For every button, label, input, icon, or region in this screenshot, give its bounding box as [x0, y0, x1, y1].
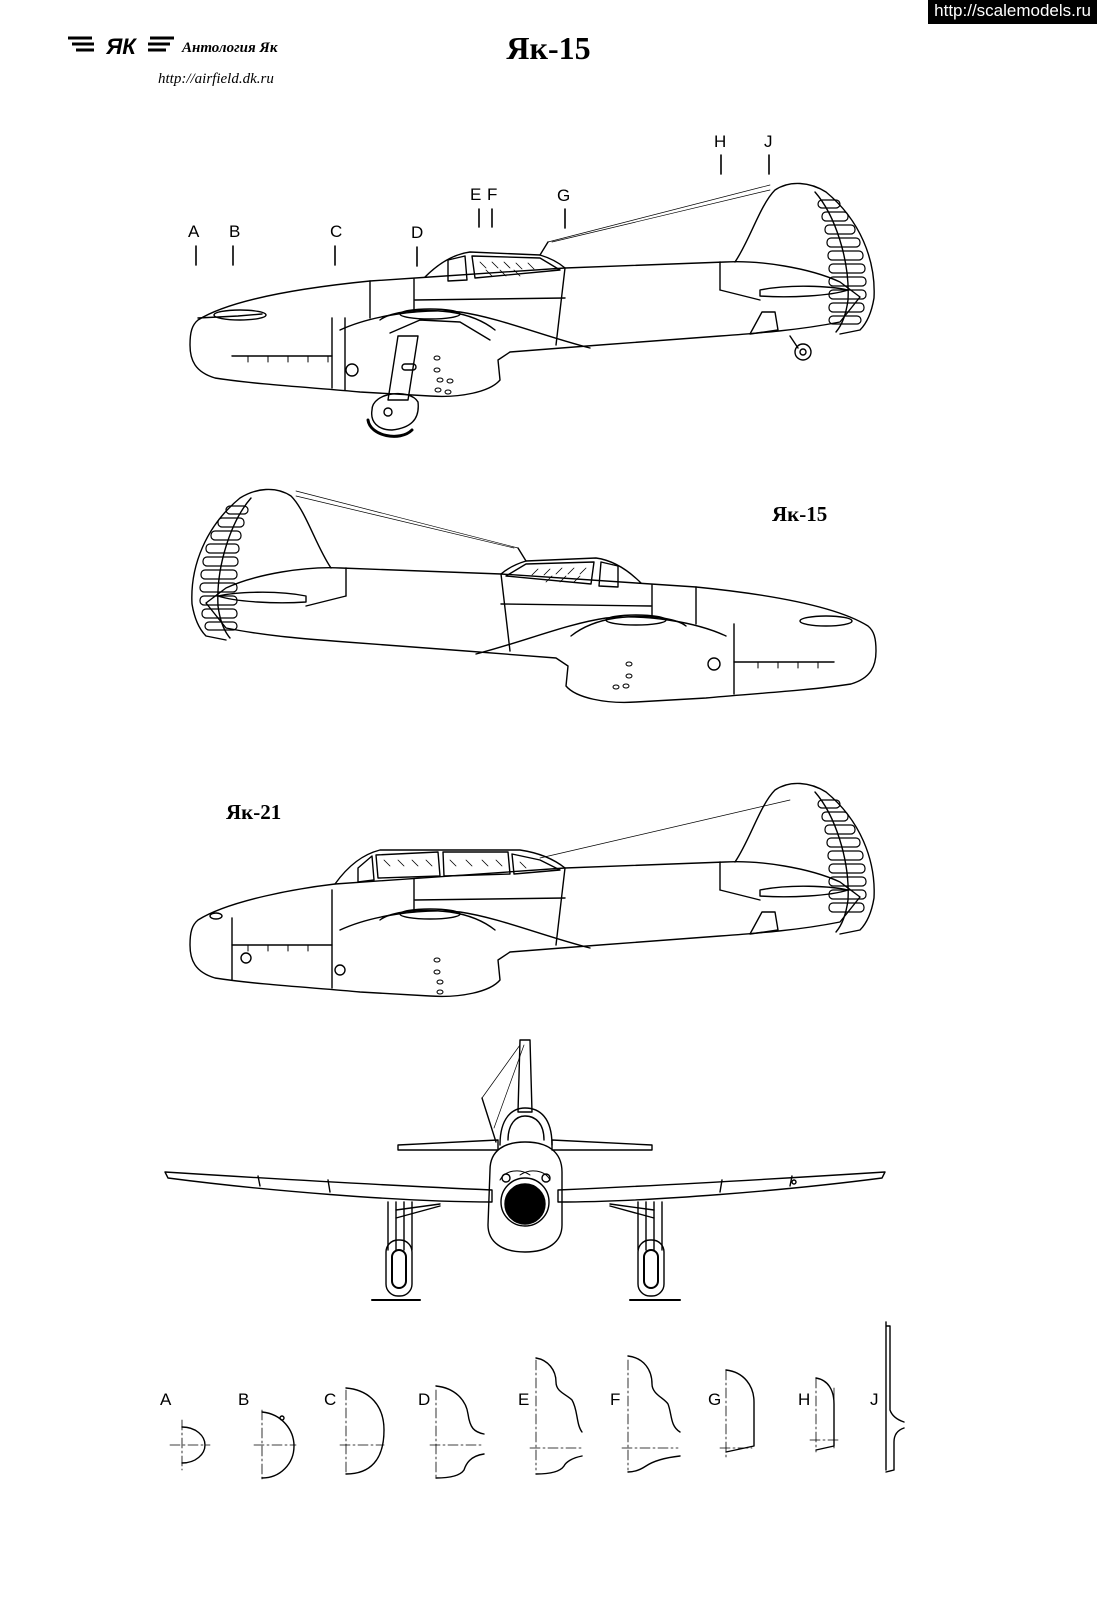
- station-label-e: E: [470, 185, 481, 204]
- panel-ticks: [247, 355, 329, 363]
- station-markers: A B C D E F G H J: [188, 132, 773, 242]
- site-url[interactable]: http://airfield.dk.ru: [158, 71, 274, 87]
- station-label-b: B: [229, 222, 240, 241]
- canopy-glazing: [479, 261, 535, 277]
- rudder-ribs-3: [817, 799, 867, 913]
- section-label-d: D: [418, 1390, 430, 1409]
- yak-logo-icon: ЯК: [68, 34, 174, 59]
- series-title: Антология Як: [182, 40, 278, 56]
- page-title: Як-15: [506, 30, 591, 66]
- section-label-b: B: [238, 1390, 249, 1409]
- yak21-canopy-glazing: [383, 859, 527, 869]
- station-label-f: F: [487, 185, 497, 204]
- station-label-g: G: [557, 186, 570, 205]
- rudder-ribs-2: [199, 505, 249, 631]
- watermark: http://scalemodels.ru: [928, 0, 1097, 24]
- station-label-h: H: [714, 132, 726, 151]
- section-label-h: H: [798, 1390, 810, 1409]
- yak15-right-side-view: [189, 182, 875, 438]
- section-label-e: E: [518, 1390, 529, 1409]
- section-label-a: A: [160, 1390, 172, 1409]
- yak15-left-side-view: [191, 488, 877, 704]
- section-label-c: C: [324, 1390, 336, 1409]
- cross-sections: A B C D E F G H J: [160, 1321, 905, 1481]
- station-label-j: J: [764, 132, 773, 151]
- section-label-j: J: [870, 1390, 879, 1409]
- logo-text: ЯК: [105, 34, 137, 59]
- station-label-d: D: [411, 223, 423, 242]
- front-view: [164, 1039, 886, 1301]
- station-label-a: A: [188, 222, 200, 241]
- section-label-f: F: [610, 1390, 620, 1409]
- yak15-view-label: Як-15: [772, 502, 828, 526]
- yak21-side-view: [189, 782, 875, 998]
- yak21-view-label: Як-21: [226, 800, 282, 824]
- section-label-g: G: [708, 1390, 721, 1409]
- station-ticks: [195, 154, 770, 267]
- rudder-ribs: [817, 199, 867, 325]
- gun-ports: [433, 355, 454, 395]
- station-label-c: C: [330, 222, 342, 241]
